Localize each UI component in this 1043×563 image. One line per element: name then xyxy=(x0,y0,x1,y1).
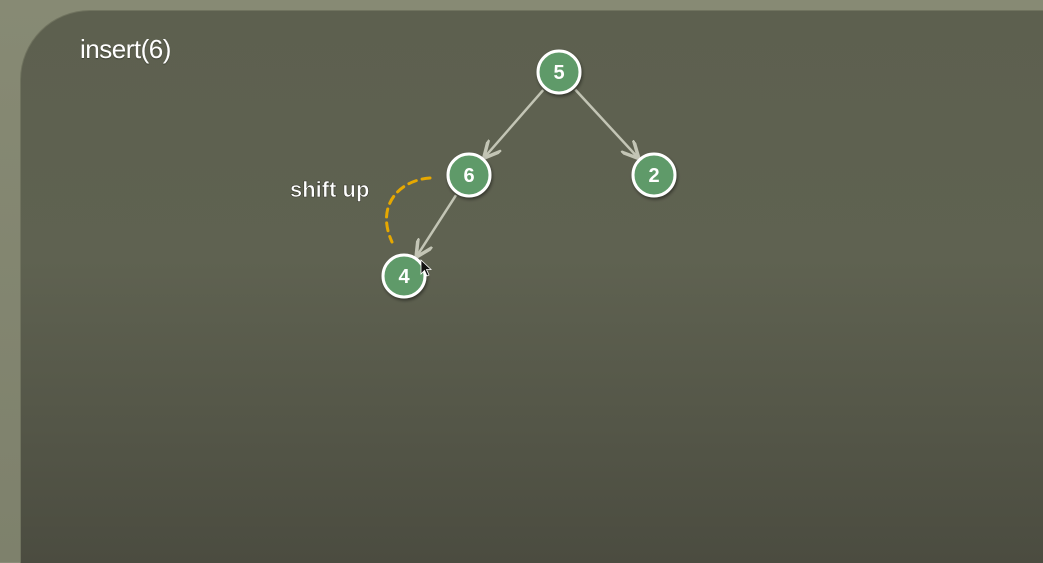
edge-6-to-4 xyxy=(417,194,458,256)
tree-node-6: 6 xyxy=(446,152,492,198)
edge-5-to-2 xyxy=(574,88,637,158)
node-label: 5 xyxy=(553,62,564,84)
edges-layer xyxy=(417,88,638,256)
edge-5-to-6 xyxy=(485,89,545,157)
node-circle xyxy=(446,152,492,198)
tree-node-5: 5 xyxy=(536,49,582,95)
node-label: 4 xyxy=(398,266,410,288)
node-circle xyxy=(536,49,582,95)
node-label: 6 xyxy=(463,165,474,187)
shift-up-label: shift up xyxy=(290,177,369,202)
node-circle xyxy=(631,152,677,198)
nodes-layer: 5 6 2 4 xyxy=(381,49,677,299)
tree-node-4: 4 xyxy=(381,253,427,299)
node-label: 2 xyxy=(648,165,659,187)
operation-title: insert(6) xyxy=(80,34,171,64)
node-circle xyxy=(381,253,427,299)
mouse-cursor-icon xyxy=(420,259,433,277)
tree-node-2: 2 xyxy=(631,152,677,198)
shift-up-arc xyxy=(385,176,432,244)
